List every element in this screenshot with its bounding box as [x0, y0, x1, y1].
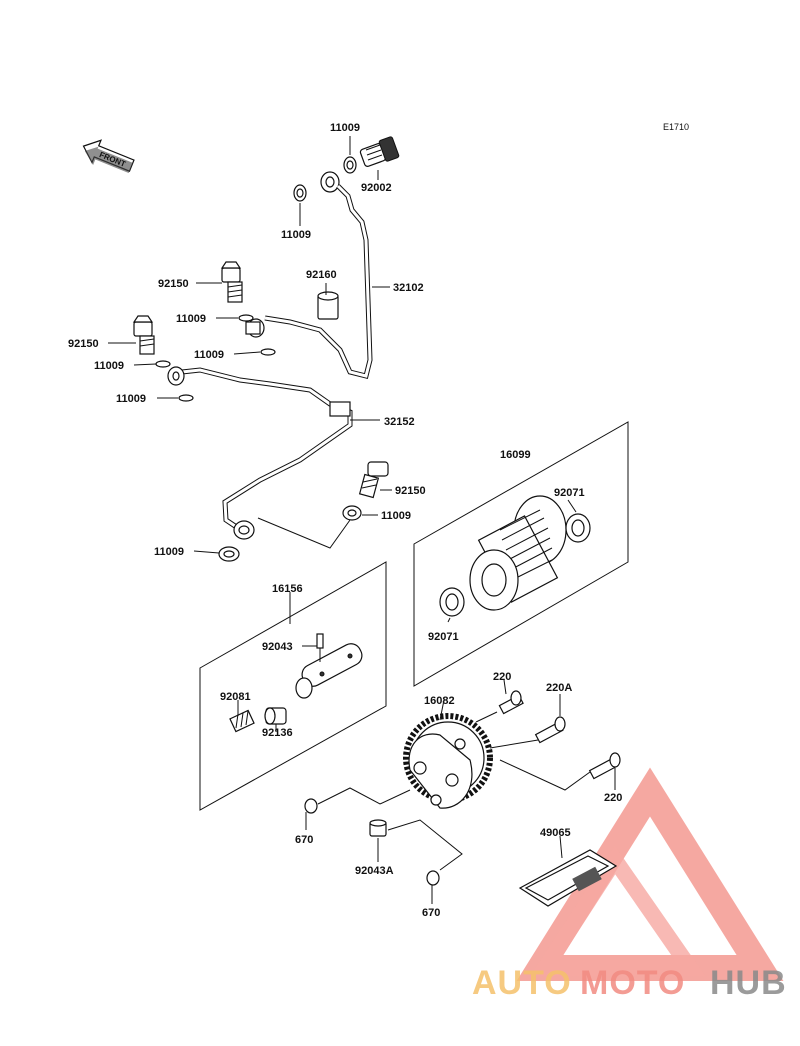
bolt-220-b	[588, 752, 621, 780]
label-92150-b: 92150	[68, 338, 99, 350]
label-670-b: 670	[422, 907, 440, 919]
label-11009-h: 11009	[154, 546, 184, 558]
label-92071-b: 92071	[428, 631, 459, 643]
label-11009-g: 11009	[381, 510, 411, 522]
label-92150-a: 92150	[158, 278, 189, 290]
spring-92081	[229, 709, 255, 733]
label-220-b: 220	[604, 792, 622, 804]
oil-pump-16082	[403, 713, 493, 809]
bolt-92150-a	[220, 261, 243, 303]
leader-lines	[108, 136, 616, 904]
label-11009-top: 11009	[330, 122, 360, 134]
watermark-text: AUTO MOTO HUB	[472, 964, 787, 1002]
label-32152: 32152	[384, 416, 415, 428]
label-92043A: 92043A	[355, 865, 394, 877]
washer-11009-f	[178, 394, 194, 402]
sleeve-92160	[317, 291, 339, 320]
label-92081: 92081	[220, 691, 251, 703]
label-670-a: 670	[295, 834, 313, 846]
pin-92043	[316, 633, 324, 649]
label-16099: 16099	[500, 449, 531, 461]
bolt-220-a	[498, 690, 524, 715]
bolt-92150-b	[132, 315, 155, 355]
oil-filter-16099	[469, 495, 567, 611]
panel-16099	[413, 421, 629, 687]
shaft-16156	[295, 643, 363, 699]
washer-11009-e	[155, 360, 171, 368]
washer-11009-c	[238, 314, 254, 322]
label-220A: 220A	[546, 682, 572, 694]
label-92136: 92136	[262, 727, 293, 739]
label-11009-f: 11009	[116, 393, 146, 405]
bolt-92150-c	[358, 461, 389, 499]
watermark-text-c: HUB	[710, 964, 787, 1002]
label-11009-b: 11009	[281, 229, 311, 241]
label-220-a: 220	[493, 671, 511, 683]
label-49065: 49065	[540, 827, 571, 839]
oil-pipe-32152	[181, 367, 353, 531]
watermark-text-b: MOTO	[580, 964, 685, 1002]
front-arrow-icon: FRONT	[82, 139, 135, 174]
label-32102: 32102	[393, 282, 424, 294]
pin-92043A	[369, 819, 387, 837]
bolt-220A	[534, 716, 566, 744]
label-11009-e: 11009	[94, 360, 124, 372]
plug-92136	[264, 707, 287, 725]
label-92071-a: 92071	[554, 487, 585, 499]
washer-11009-d	[260, 348, 276, 356]
oil-strainer-49065	[518, 849, 618, 907]
o-ring-92071-b	[439, 587, 465, 617]
bolt-92002	[359, 136, 400, 167]
label-92002: 92002	[361, 182, 392, 194]
o-ring-92071-a	[565, 513, 591, 543]
label-11009-c: 11009	[176, 313, 206, 325]
o-ring-670-a	[304, 798, 318, 814]
label-16156: 16156	[272, 583, 303, 595]
diagram-code: E1710	[663, 122, 689, 132]
o-ring-670-b	[426, 870, 440, 886]
label-92043: 92043	[262, 641, 293, 653]
panel-16156	[199, 561, 387, 811]
label-11009-d: 11009	[194, 349, 224, 361]
watermark-text-a: AUTO	[472, 964, 572, 1002]
label-92160: 92160	[306, 269, 337, 281]
label-92150-c: 92150	[395, 485, 426, 497]
label-16082: 16082	[424, 695, 455, 707]
part-labels: 11009 92002 11009 92160 32102 92150 1100…	[68, 122, 622, 919]
